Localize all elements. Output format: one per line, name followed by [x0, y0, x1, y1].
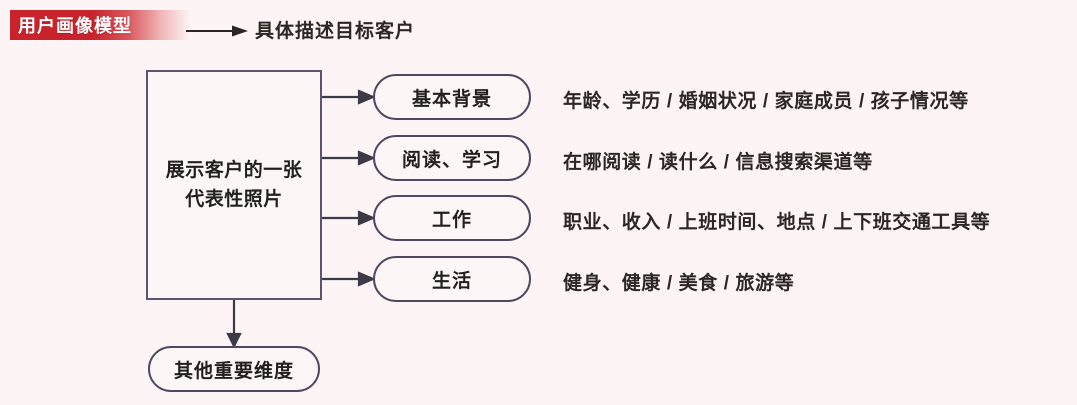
- category-description-reading-learning: 在哪阅读 / 读什么 / 信息搜索渠道等: [563, 152, 873, 173]
- main-photo-box[interactable]: 展示客户的一张 代表性照片: [146, 70, 322, 300]
- title-badge: 用户画像模型: [10, 10, 190, 40]
- header-caption: 具体描述目标客户: [255, 21, 416, 42]
- right-arrow-icon: [186, 25, 248, 37]
- main-photo-box-label: 展示客户的一张 代表性照片: [165, 159, 303, 210]
- category-node-work[interactable]: 工作: [373, 195, 531, 241]
- category-label: 工作: [431, 209, 472, 231]
- category-node-life[interactable]: 生活: [373, 256, 531, 302]
- other-dimensions-label: 其他重要维度: [173, 360, 294, 382]
- category-label: 生活: [431, 270, 472, 292]
- diagram-header: 用户画像模型 具体描述目标客户: [0, 8, 1077, 44]
- other-dimensions-node[interactable]: 其他重要维度: [148, 346, 320, 392]
- category-description-basic-background: 年龄、学历 / 婚姻状况 / 家庭成员 / 孩子情况等: [563, 91, 969, 112]
- category-description-life: 健身、健康 / 美食 / 旅游等: [563, 273, 795, 294]
- title-badge-label: 用户画像模型: [18, 16, 132, 36]
- category-node-reading-learning[interactable]: 阅读、学习: [373, 135, 531, 181]
- category-label: 基本背景: [411, 88, 492, 110]
- category-label: 阅读、学习: [401, 149, 502, 171]
- category-node-basic-background[interactable]: 基本背景: [373, 74, 531, 120]
- category-description-work: 职业、收入 / 上班时间、地点 / 上下班交通工具等: [563, 212, 991, 233]
